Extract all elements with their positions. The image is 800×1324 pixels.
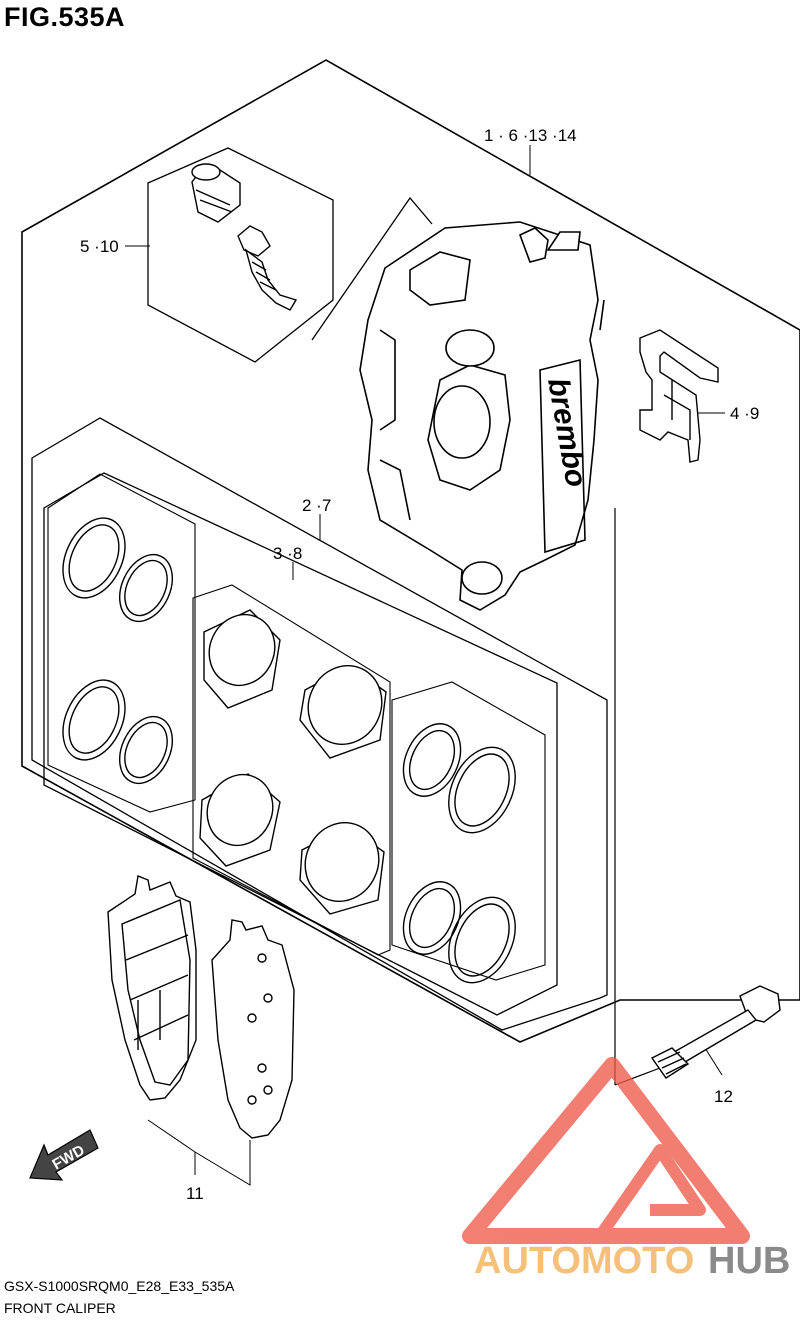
seal-ring-icon xyxy=(448,896,516,984)
watermark-text-hub: HUB xyxy=(708,1240,790,1282)
assembly-frame xyxy=(21,59,800,1043)
callout-parts-5-10: 5 ·10 xyxy=(80,237,119,256)
piston-kit-frame xyxy=(31,417,608,1031)
right-seal-rings xyxy=(402,723,516,984)
caliper-reference-line xyxy=(311,196,433,341)
leader-bracket-11 xyxy=(147,1119,251,1186)
watermark-text-automoto: AUTOMOTO xyxy=(474,1240,694,1282)
bleeder-subframe xyxy=(147,147,334,363)
figure-title: FIG.535A xyxy=(4,2,126,32)
seal-ring-icon xyxy=(402,723,462,797)
bleeder-screw-icon xyxy=(237,225,298,311)
brake-pad-right-icon xyxy=(211,919,295,1139)
piston-icon xyxy=(299,664,387,759)
brake-pad-left-icon xyxy=(107,875,197,1101)
seal-ring-icon xyxy=(448,746,516,834)
right-seal-box xyxy=(391,681,546,981)
model-code: GSX-S1000SRQM0_E28_E33_535A xyxy=(4,1278,235,1294)
callout-parts-2-7: 2 ·7 xyxy=(302,496,331,515)
seal-ring-icon xyxy=(62,679,126,761)
piston-icon xyxy=(299,821,385,915)
forward-direction-arrow-icon: FWD xyxy=(29,1129,99,1181)
pistons xyxy=(199,609,387,915)
seal-ring-icon xyxy=(402,881,462,955)
caliper-bolt-icon xyxy=(650,985,781,1079)
callout-parts-1-6-13-14: 1 · 6 ·13 ·14 xyxy=(484,126,577,145)
section-name: FRONT CALIPER xyxy=(4,1300,116,1316)
pad-spring-icon xyxy=(639,329,719,463)
left-seal-box xyxy=(47,473,196,813)
watermark-logo-icon xyxy=(462,1057,750,1244)
callout-parts-3-8: 3 ·8 xyxy=(273,544,302,563)
callout-part-12: 12 xyxy=(714,1087,733,1106)
left-seal-rings xyxy=(62,517,174,785)
callout-parts-4-9: 4 ·9 xyxy=(730,404,759,423)
bleeder-cap-icon xyxy=(191,163,241,223)
piston-icon xyxy=(203,609,281,709)
seal-ring-icon xyxy=(118,553,174,623)
seal-ring-icon xyxy=(118,715,174,785)
seal-ring-icon xyxy=(62,517,126,599)
piston-box xyxy=(192,584,391,956)
piston-icon xyxy=(199,773,281,867)
callout-part-11: 11 xyxy=(186,1184,204,1203)
seal-kit-frame xyxy=(43,472,558,1016)
caliper-body-icon xyxy=(359,221,605,611)
